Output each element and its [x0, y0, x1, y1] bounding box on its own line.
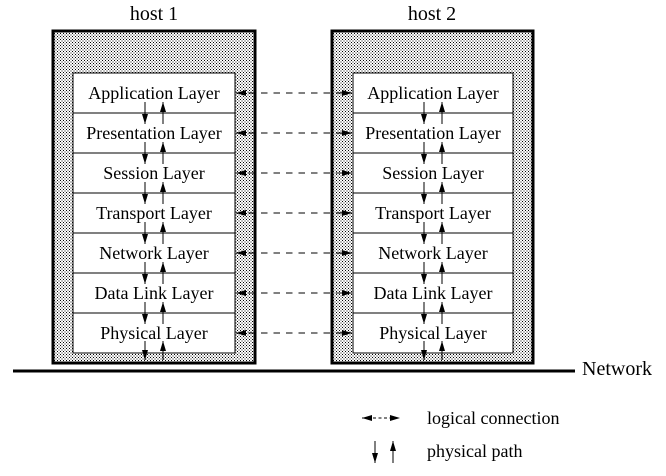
host2-title: host 2: [408, 3, 456, 25]
host2-layer-datalink: Data Link Layer: [374, 283, 493, 303]
network-label: Network: [582, 358, 652, 380]
host2-layer-stack: [352, 72, 514, 354]
host1-layer-network: Network Layer: [99, 243, 208, 263]
host1-box: Application Layer Presentation Layer Ses…: [51, 29, 257, 365]
host2-physical-path-arrows: [421, 102, 445, 360]
legend-logical-label: logical connection: [427, 408, 559, 428]
host1-layer-transport: Transport Layer: [96, 203, 212, 223]
host2-layer-dividers: [353, 112, 513, 314]
host1-layer-stack: [72, 72, 236, 354]
host2-layer-presentation: Presentation Layer: [365, 123, 500, 143]
host2-box: Application Layer Presentation Layer Ses…: [330, 29, 535, 365]
host2-layer-session: Session Layer: [382, 163, 483, 183]
host1-layer-physical: Physical Layer: [100, 323, 207, 343]
host1-layer-presentation: Presentation Layer: [86, 123, 221, 143]
host2-layer-labels: Application Layer Presentation Layer Ses…: [365, 83, 500, 343]
legend-physical-label: physical path: [427, 441, 522, 461]
host1-physical-path-arrows: [142, 102, 166, 360]
host1-layer-application: Application Layer: [88, 83, 219, 103]
host2-layer-transport: Transport Layer: [375, 203, 491, 223]
host2-layer-application: Application Layer: [367, 83, 498, 103]
legend-physical-path-icon: [372, 441, 396, 463]
host1-layer-session: Session Layer: [103, 163, 204, 183]
host1-layer-datalink: Data Link Layer: [95, 283, 214, 303]
host1-title: host 1: [130, 3, 178, 25]
host1-layer-dividers: [73, 112, 235, 314]
host2-layer-network: Network Layer: [378, 243, 487, 263]
host1-layer-labels: Application Layer Presentation Layer Ses…: [86, 83, 221, 343]
host2-layer-physical: Physical Layer: [379, 323, 486, 343]
legend: logical connection physical path: [362, 408, 559, 463]
